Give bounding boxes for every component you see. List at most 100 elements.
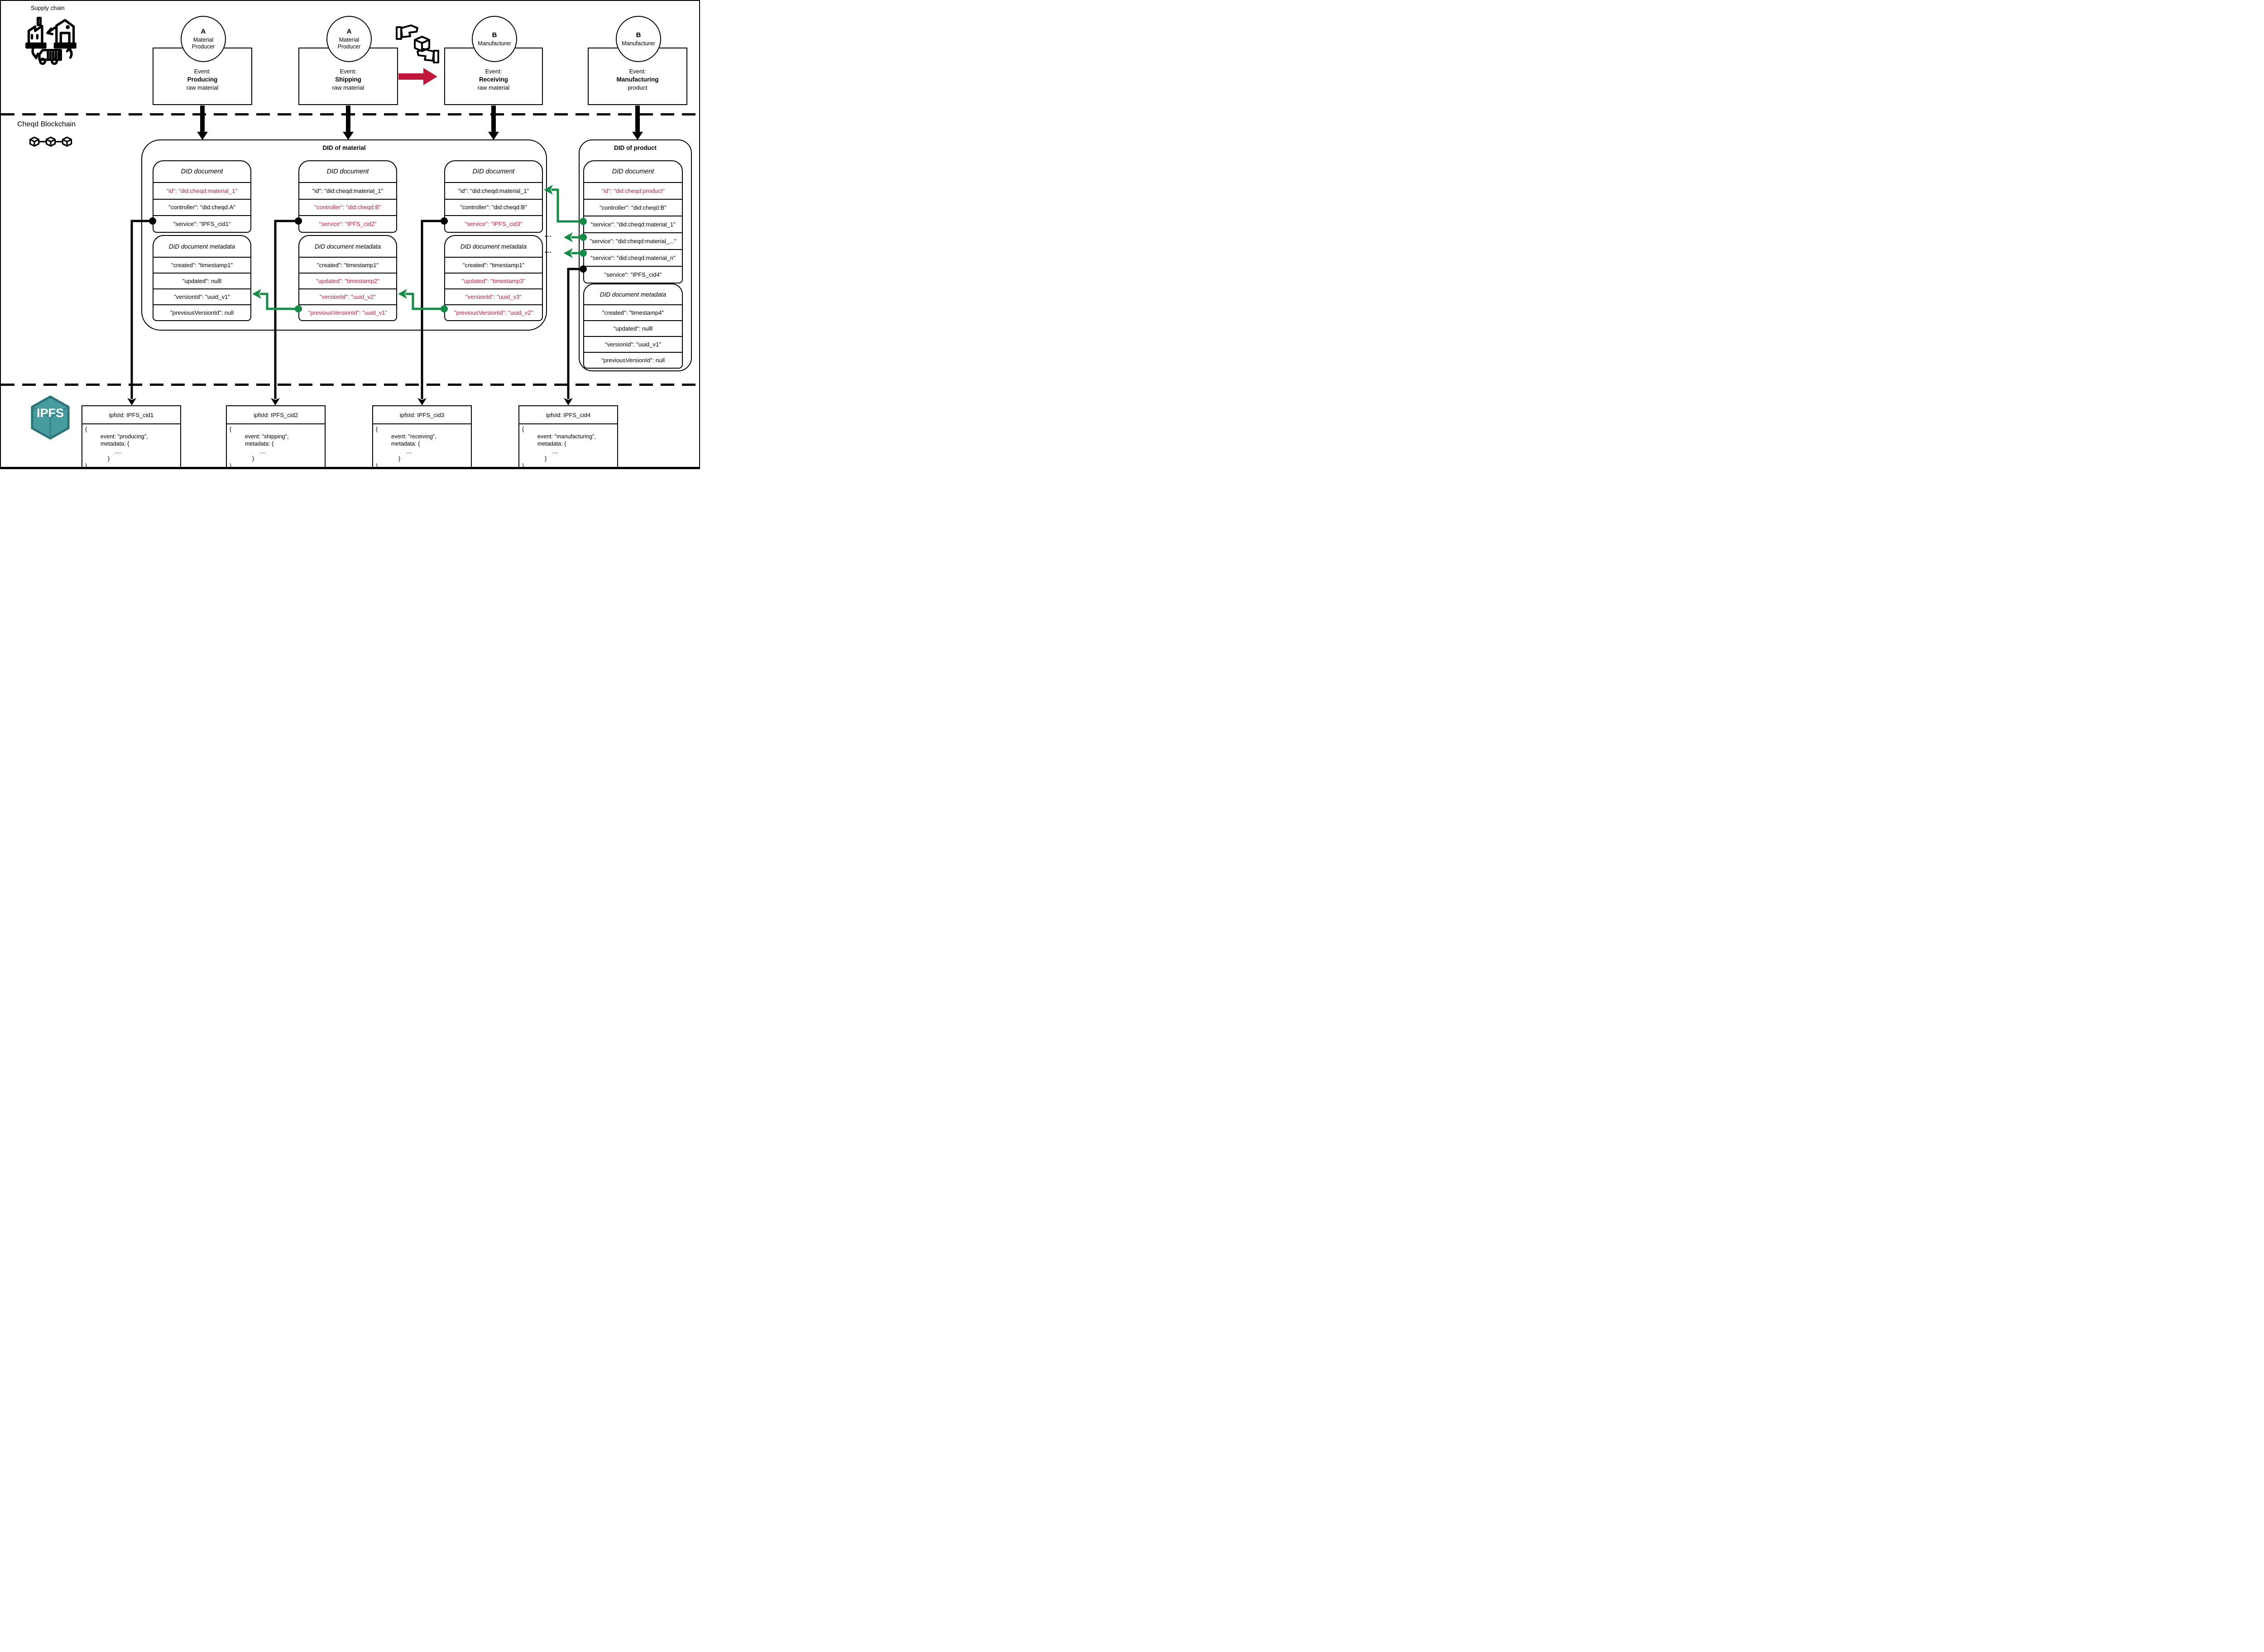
event-label: Event: [194, 68, 211, 75]
arrowhead-ipfs2 [271, 398, 280, 405]
divider-supplychain-blockchain [1, 113, 699, 115]
divider-blockchain-ipfs [1, 384, 699, 386]
meta-row-created: "created": "timestamp1" [299, 257, 396, 273]
did-row-service-material-dots: "service": "did:cheqd:material_..." [584, 232, 682, 249]
did-metadata-material-v2: DID document metadata "created": "timest… [298, 235, 397, 321]
actor-name: Material [193, 37, 214, 43]
event-label: Event: [485, 68, 502, 75]
actor-badge: A [346, 28, 352, 35]
red-transfer-arrow [398, 68, 437, 85]
did-of-material-title: DID of material [322, 144, 366, 151]
did-row-service: "service": "IPFS_cid3" [445, 215, 542, 232]
event-label: Event: [340, 68, 357, 75]
did-row-service-material-n: "service": "did:cheqd:material_n" [584, 249, 682, 266]
did-metadata-title: DID document metadata [460, 243, 527, 250]
ipfs-logo-text: IPFS [36, 406, 64, 420]
actor-circle-material-producer-1: A Material Producer [181, 16, 226, 62]
did-document-title: DID document [612, 168, 654, 175]
ellipsis-material-versions: ... [545, 247, 552, 255]
actor-circle-material-producer-2: A Material Producer [326, 16, 372, 62]
event-name: Producing [187, 76, 218, 83]
ipfs-json-line: event: "receiving", [391, 433, 436, 440]
actor-name: Material [339, 37, 360, 43]
meta-row-updated: "updated": nulll [153, 273, 250, 288]
did-metadata-title: DID document metadata [600, 291, 667, 298]
did-row-controller: "controller": "did:cheqd:B" [584, 199, 682, 216]
meta-row-versionid: "versionId": "uuid_v1" [153, 288, 250, 304]
did-document-title: DID document [326, 168, 369, 175]
did-metadata-material-v1: DID document metadata "created": "timest… [153, 235, 251, 321]
blockchain-icon [29, 136, 72, 147]
event-name: Manufacturing [616, 76, 659, 83]
ipfs-json-line: .... [406, 448, 412, 455]
ipfs-json-line: .... [259, 448, 266, 455]
supply-chain-icon [25, 17, 77, 65]
actor-badge: A [201, 28, 206, 35]
ipfs-box-cid3: ipfsId: IPFS_cid3 { event: "receiving", … [372, 405, 472, 469]
did-document-material-v3: DID document "id": "did:cheqd:material_1… [444, 160, 543, 233]
ipfs-json-line: event: "producing", [101, 433, 148, 440]
meta-row-created: "created": "timestamp1" [445, 257, 542, 273]
did-document-title: DID document [472, 168, 515, 175]
ipfs-box-title: ipfsId: IPFS_cid4 [519, 406, 617, 424]
meta-row-updated: "updated": "timestamp2" [299, 273, 396, 288]
event-object: raw material [477, 84, 510, 91]
arrowhead-material-dots [564, 232, 573, 242]
arrow-event-to-did-manufacturing [632, 106, 643, 140]
did-row-id: "id": "did:cheqd:material_1" [299, 182, 396, 199]
ipfs-box-cid1: ipfsId: IPFS_cid1 { event: "producing", … [82, 405, 181, 467]
event-object: raw material [332, 84, 365, 91]
ipfs-json-line: } [545, 455, 547, 462]
meta-row-versionid: "versionId": "uuid_v3" [445, 288, 542, 304]
meta-row-versionid: "versionId": "uuid_v1" [584, 336, 682, 352]
ipfs-json-line: .... [115, 448, 121, 455]
arrow-event-to-did-producing [197, 106, 208, 140]
did-metadata-title: DID document metadata [314, 243, 381, 250]
meta-row-created: "created": "timestamp4" [584, 304, 682, 320]
cheqd-blockchain-label: Cheqd Blockchain [17, 120, 76, 128]
ipfs-json-line: } [108, 455, 110, 462]
meta-row-previousversionid: "previousVersionId": null [153, 304, 250, 320]
ipfs-json-line: metadata: { [391, 441, 420, 447]
did-metadata-title: DID document metadata [168, 243, 235, 250]
event-box-manufacturing: Event: Manufacturing product [588, 48, 687, 105]
did-document-title: DID document [181, 168, 223, 175]
ipfs-json-line: { [522, 426, 524, 432]
did-document-material-v1: DID document "id": "did:cheqd:material_1… [153, 160, 251, 233]
ipfs-json-line: } [398, 455, 401, 462]
meta-row-previousversionid: "previousVersionId": null [584, 352, 682, 368]
event-name: Receiving [479, 76, 508, 83]
did-row-service: "service": "IPFS_cid1" [153, 215, 250, 232]
ipfs-json-line: event: "manufacturing", [537, 433, 596, 440]
event-object: raw material [186, 84, 219, 91]
ipfs-json-line: } [230, 463, 232, 469]
did-metadata-product: DID document metadata "created": "timest… [583, 283, 683, 369]
event-label: Event: [629, 68, 646, 75]
ipfs-json-line: } [522, 463, 524, 469]
did-row-service-material-1: "service": "did:cheqd:material_1" [584, 216, 682, 232]
meta-row-updated: "updated": "timestamp3" [445, 273, 542, 288]
did-row-controller: "controller": "did:cheqd:B" [299, 198, 396, 216]
arrow-event-to-did-shipping [343, 106, 354, 140]
actor-name: Producer [337, 43, 361, 50]
did-metadata-material-v3: DID document metadata "created": "timest… [444, 235, 543, 321]
handover-box-icon [396, 24, 439, 63]
actor-badge: B [636, 31, 641, 39]
did-row-controller: "controller": "did:cheqd:A" [153, 198, 250, 216]
actor-name: Manufacturer [478, 40, 511, 47]
did-row-id: "id": "did:cheqd:material_1" [153, 182, 250, 199]
ipfs-json-line: { [230, 426, 232, 432]
meta-row-previousversionid: "previousVersionId": "uuid_v2" [445, 304, 542, 320]
ipfs-box-cid2: ipfsId: IPFS_cid2 { event: "shipping", m… [226, 405, 326, 469]
ipfs-json-line: metadata: { [537, 441, 566, 447]
diagram-canvas: Supply chain Cheqd Blockchain [0, 0, 700, 469]
ellipsis-material-versions: ... [545, 231, 552, 239]
ipfs-json-line: metadata: { [101, 441, 130, 447]
ipfs-box-title: ipfsId: IPFS_cid1 [82, 406, 180, 424]
arrowhead-ipfs4 [564, 398, 573, 405]
meta-row-previousversionid: "previousVersionId": "uuid_v1" [299, 304, 396, 320]
ipfs-json-line: } [376, 463, 378, 469]
ipfs-json-line: { [376, 426, 378, 432]
did-document-material-v2: DID document "id": "did:cheqd:material_1… [298, 160, 397, 233]
meta-row-updated: "updated": nulll [584, 320, 682, 336]
